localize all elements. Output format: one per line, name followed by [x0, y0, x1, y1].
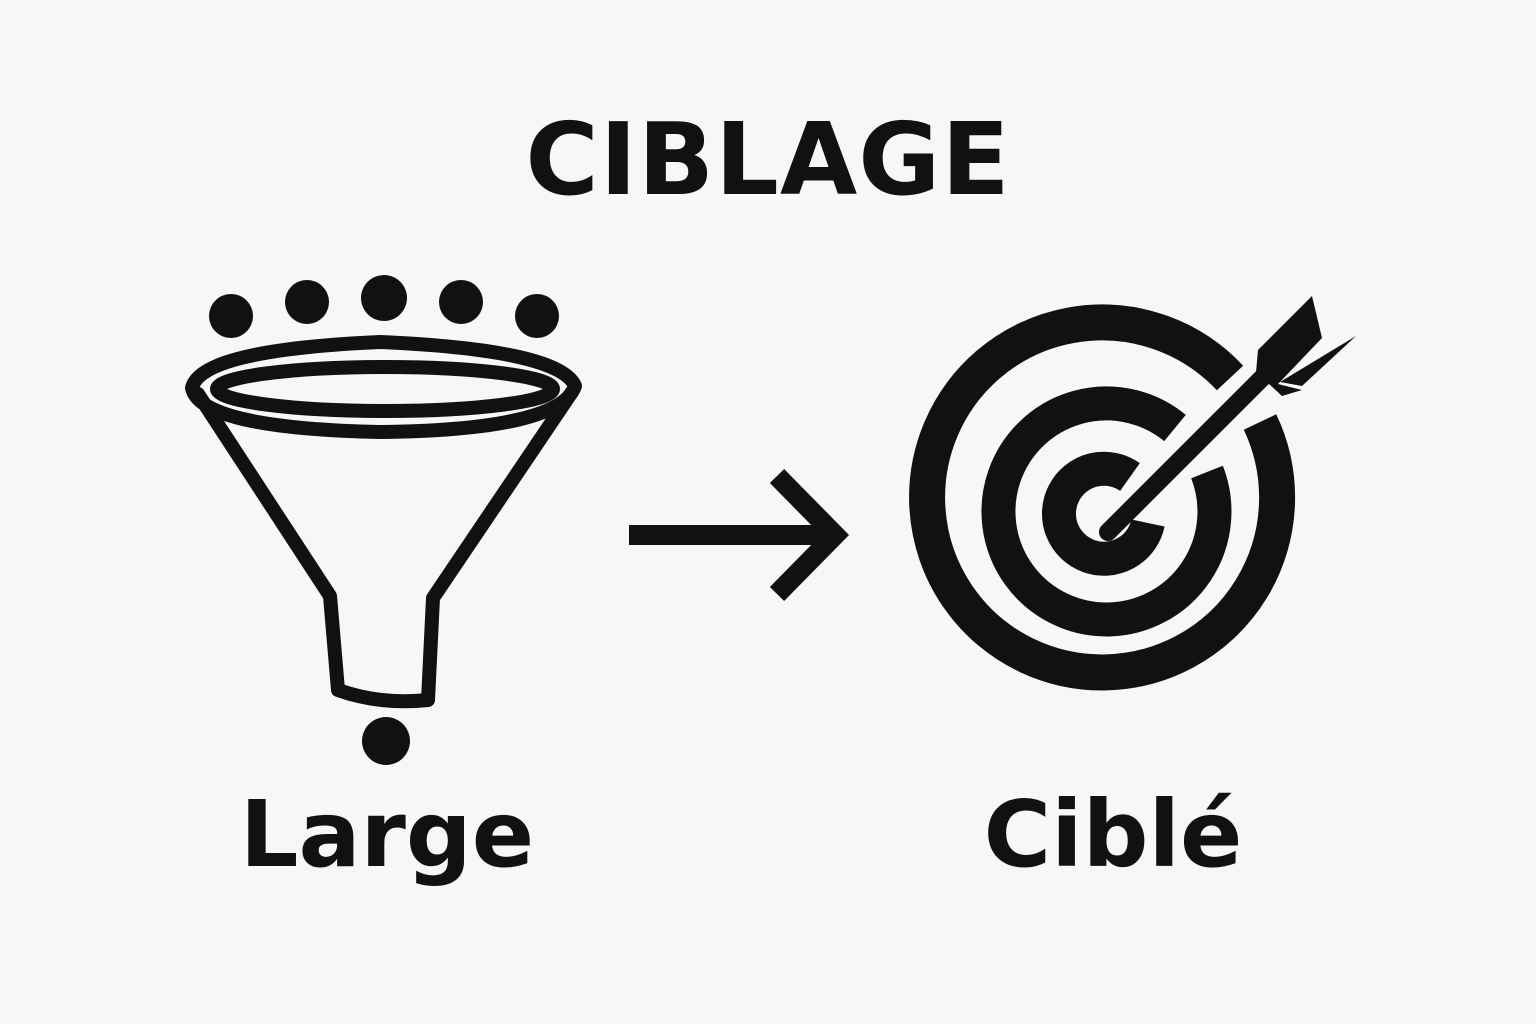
- input-dot: [285, 280, 329, 324]
- target-with-arrow-icon: [909, 296, 1356, 691]
- arrow-right-icon: [629, 468, 850, 602]
- funnel-output-dot: [362, 717, 410, 765]
- arrow-fletching: [1256, 296, 1356, 396]
- input-dot: [515, 294, 559, 338]
- input-dot: [361, 275, 407, 321]
- target-inner-ring: [1041, 451, 1165, 576]
- funnel-input-dots: [209, 275, 559, 338]
- label-cible: Ciblé: [983, 781, 1243, 888]
- target-middle-ring: [981, 386, 1232, 637]
- input-dot: [209, 294, 253, 338]
- arrow-shaft: [1099, 363, 1277, 541]
- target-outer-ring: [909, 304, 1296, 691]
- diagram-title: CIBLAGE: [525, 101, 1011, 218]
- funnel-icon: [185, 335, 582, 709]
- input-dot: [439, 280, 483, 324]
- label-large: Large: [239, 781, 535, 888]
